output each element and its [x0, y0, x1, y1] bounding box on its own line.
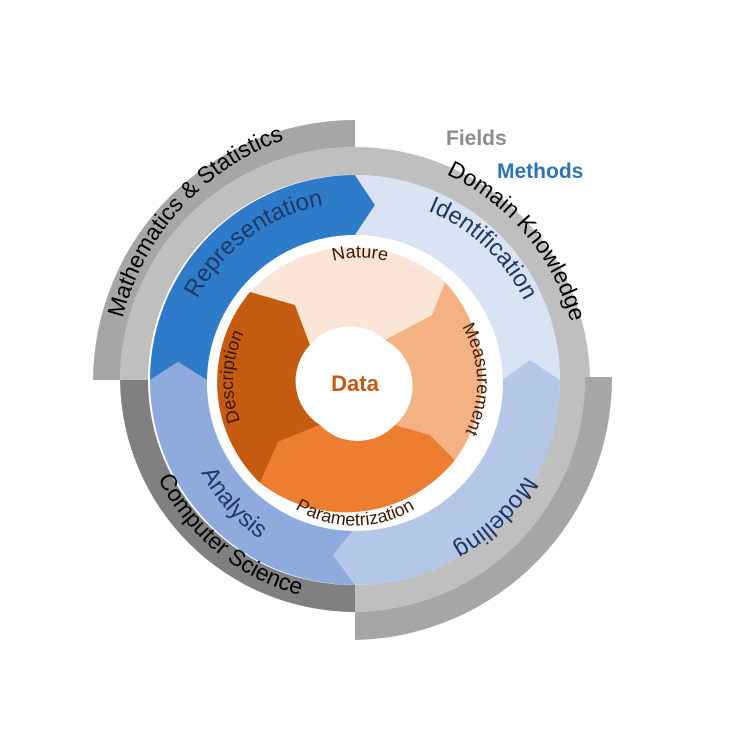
math-stats-band	[93, 119, 355, 380]
identification-segment	[355, 175, 560, 380]
legend-fields: Fields	[446, 127, 507, 150]
parametrization-segment	[260, 425, 455, 513]
representation-segment	[150, 175, 375, 380]
data-aspects-ring	[217, 247, 483, 513]
legend-methods: Methods	[497, 160, 584, 183]
domain-knowledge-outer-band	[355, 377, 613, 640]
analysis-segment	[150, 362, 355, 585]
domain-knowledge-band	[355, 147, 590, 380]
nature-label-text: Nature	[330, 241, 390, 264]
upper-left-inner-band	[120, 147, 355, 380]
measurement-segment	[385, 282, 483, 460]
nature-label: Nature	[330, 241, 390, 264]
center-circle	[303, 331, 407, 435]
nature-segment	[250, 247, 445, 345]
modelling-segment	[333, 360, 560, 585]
lower-right-band	[355, 377, 586, 612]
center-label: Data	[331, 371, 379, 396]
methods-ring	[150, 175, 560, 585]
computer-science-band	[120, 380, 355, 612]
description-segment	[217, 292, 320, 483]
fields-ring	[93, 119, 613, 640]
